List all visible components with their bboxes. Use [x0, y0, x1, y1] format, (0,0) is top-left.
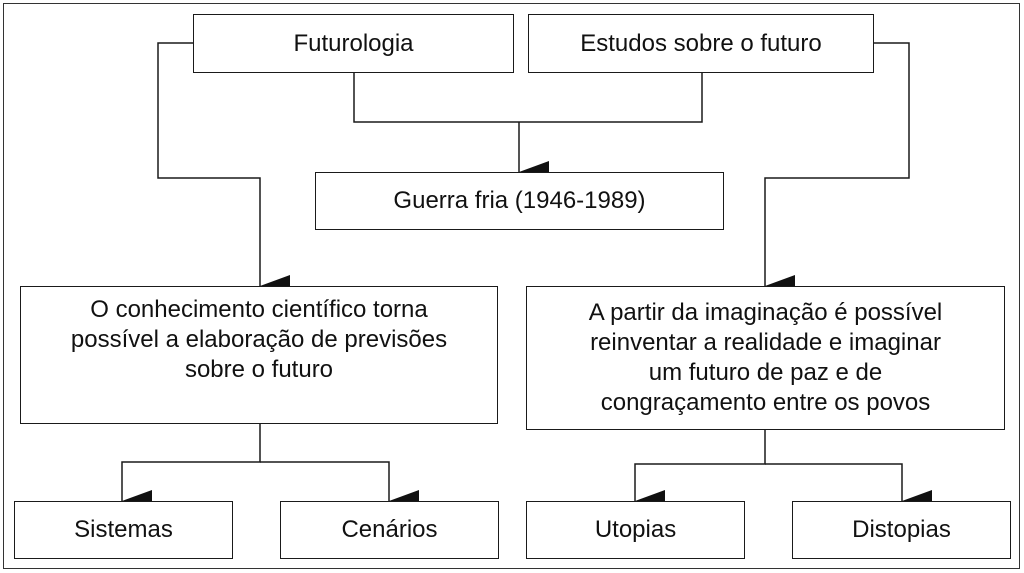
- node-imaginacao-line: reinventar a realidade e imaginar: [590, 329, 941, 356]
- node-estudos-sobre-o-futuro: Estudos sobre o futuro: [528, 14, 874, 73]
- edge-futurologia-to-conhecimento: [157, 42, 290, 297]
- edge-estudos-to-imaginacao: [764, 42, 910, 297]
- node-imaginacao-text: A partir da imaginação é possível reinve…: [589, 298, 943, 418]
- edge-imaginacao-branch: [634, 429, 766, 470]
- node-futurologia-label: Futurologia: [293, 29, 414, 57]
- node-estudos-label: Estudos sobre o futuro: [580, 29, 822, 57]
- node-utopias: Utopias: [526, 501, 745, 559]
- node-cenarios-label: Cenários: [341, 516, 438, 543]
- node-conhecimento-line: O conhecimento científico torna: [90, 296, 428, 323]
- node-distopias: Distopias: [792, 501, 1011, 559]
- node-guerra-fria-label: Guerra fria (1946-1989): [393, 187, 646, 214]
- node-imaginacao-line: um futuro de paz e de: [648, 359, 883, 386]
- node-conhecimento-line: sobre o futuro: [184, 356, 334, 383]
- node-cenarios: Cenários: [280, 501, 499, 559]
- node-futurologia: Futurologia: [193, 14, 514, 73]
- node-imaginacao-line: A partir da imaginação é possível: [588, 299, 943, 326]
- edge-imaginacao-branch-right: [765, 463, 903, 470]
- node-guerra-fria: Guerra fria (1946-1989): [315, 172, 724, 230]
- node-sistemas: Sistemas: [14, 501, 233, 559]
- node-conhecimento-cientifico: O conhecimento científico torna possível…: [20, 286, 498, 424]
- node-distopias-label: Distopias: [852, 516, 951, 543]
- edge-top-to-guerra-fria: [353, 72, 703, 123]
- node-imaginacao: A partir da imaginação é possível reinve…: [526, 286, 1005, 430]
- node-imaginacao-line: congraçamento entre os povos: [600, 389, 931, 416]
- edge-conhecimento-branch-right: [260, 461, 390, 468]
- node-sistemas-label: Sistemas: [74, 516, 173, 543]
- edge-conhecimento-branch: [121, 423, 261, 468]
- node-utopias-label: Utopias: [594, 516, 677, 543]
- node-conhecimento-line: possível a elaboração de previsões: [70, 326, 448, 353]
- node-conhecimento-text: O conhecimento científico torna possível…: [71, 295, 447, 385]
- diagram-frame: [3, 3, 1020, 569]
